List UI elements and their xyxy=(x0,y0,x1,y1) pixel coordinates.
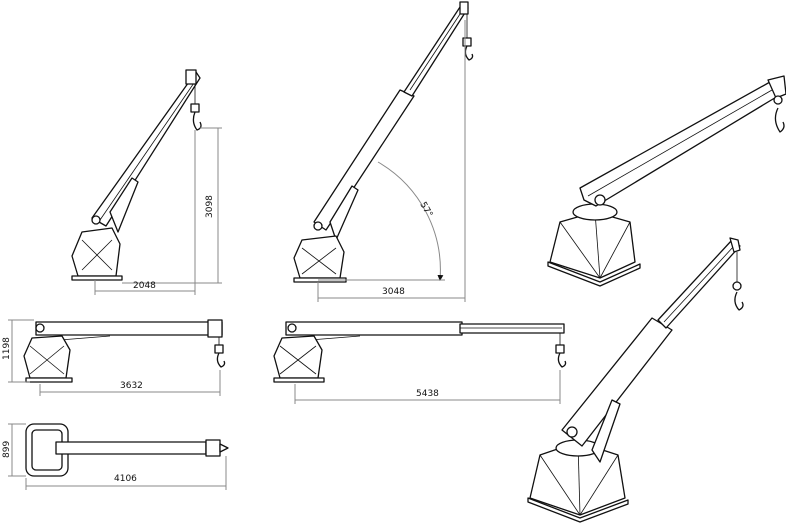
boom-outer xyxy=(561,317,673,447)
cylinder xyxy=(109,177,139,233)
dimension-reach-3048: 3048 xyxy=(317,20,466,302)
boom xyxy=(91,71,201,227)
dimension-label: 3098 xyxy=(205,195,215,218)
dimension-height-1198: 1198 xyxy=(2,319,34,383)
dimension-label: 4106 xyxy=(114,474,137,484)
base-plate xyxy=(547,261,641,287)
base-pedestal xyxy=(293,235,345,279)
dimension-label: 3632 xyxy=(120,381,143,391)
dimension-width-899: 899 xyxy=(2,423,26,477)
base-pedestal xyxy=(23,335,71,379)
base-plate xyxy=(25,377,73,383)
hook xyxy=(192,111,202,131)
crane-view-raised-extended xyxy=(293,1,474,283)
hook xyxy=(774,107,785,133)
boom-head xyxy=(207,319,223,338)
crane-view-horizontal-compact xyxy=(23,319,226,383)
hook-block xyxy=(462,37,472,47)
dimension-label: 2048 xyxy=(133,281,156,291)
hook-block xyxy=(214,344,224,354)
boom-outer xyxy=(285,321,463,336)
base-plate xyxy=(527,497,629,523)
dimension-label: 1198 xyxy=(2,337,12,360)
hook xyxy=(464,45,474,61)
boom-outer xyxy=(313,89,415,231)
hook-block xyxy=(732,281,742,291)
dimension-length-4106: 4106 xyxy=(25,456,227,490)
boom-head xyxy=(729,237,741,253)
dimension-reach-5438: 5438 xyxy=(294,370,561,404)
base-pedestal xyxy=(273,335,323,379)
crane-view-raised-compact xyxy=(71,69,202,281)
crane-view-isometric-stowed xyxy=(547,75,786,287)
hook xyxy=(557,352,567,368)
dimension-label: 5438 xyxy=(416,389,439,399)
hook-block xyxy=(190,103,200,113)
crane-view-horizontal-extended xyxy=(273,321,567,383)
slewing-ring xyxy=(572,203,618,221)
cylinder xyxy=(329,185,359,241)
boom-head xyxy=(205,439,221,457)
dimension-label: 57° xyxy=(417,201,434,220)
dimension-height-3098: 3098 xyxy=(122,127,222,284)
dimension-reach-3632: 3632 xyxy=(39,370,221,396)
boom xyxy=(35,321,223,336)
hook xyxy=(219,443,229,453)
hook xyxy=(734,291,744,311)
hook xyxy=(216,352,226,368)
crane-view-isometric-raised xyxy=(527,237,744,523)
boom-head xyxy=(767,75,786,99)
cylinder xyxy=(591,399,621,463)
dimension-label: 3048 xyxy=(382,287,405,297)
boom-head xyxy=(185,69,197,85)
base-pedestal xyxy=(71,227,121,277)
dimension-label: 899 xyxy=(2,441,12,458)
crane-view-top xyxy=(25,423,229,477)
hook-block xyxy=(773,95,783,105)
base-plate xyxy=(273,377,325,383)
boom xyxy=(55,441,207,455)
boom-head xyxy=(459,1,469,15)
boom-telescope xyxy=(459,323,565,334)
dimension-reach-2048: 2048 xyxy=(94,130,196,295)
base-plate xyxy=(71,275,123,281)
hook-block xyxy=(555,344,565,354)
